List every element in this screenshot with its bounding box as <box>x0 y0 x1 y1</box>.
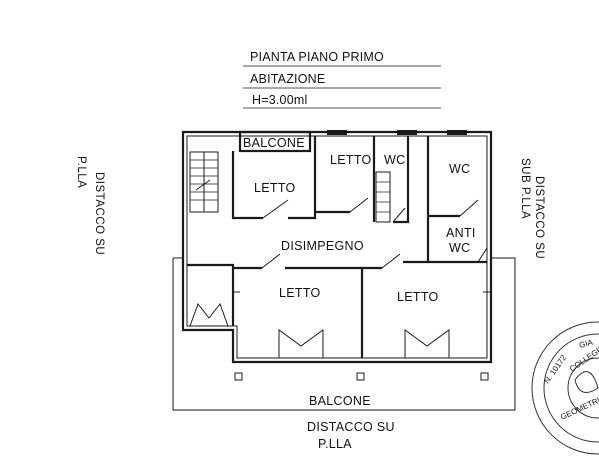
french-door <box>278 329 324 358</box>
professional-stamp: N. 10172 COLLEGIO GEOMETRI GIA <box>531 321 599 455</box>
french-door <box>404 329 450 358</box>
plan-title: PIANTA PIANO PRIMO <box>250 50 384 64</box>
room-label-anti: ANTI <box>446 226 476 240</box>
right-sub-pila-label: SUB P.LLA <box>519 158 531 219</box>
room-label-wc-1: WC <box>384 153 405 167</box>
wall-corridor-left <box>187 263 262 270</box>
room-label-disimpegno: DISIMPEGNO <box>281 239 364 253</box>
post <box>234 372 243 381</box>
ceiling-height: H=3.00ml <box>252 93 307 107</box>
door-swing <box>392 207 406 223</box>
bottom-distacco-label: DISTACCO SU <box>307 420 395 434</box>
outer-wall-inner-line <box>186 135 488 359</box>
windows-top <box>327 130 467 135</box>
stamp-center-ring <box>567 357 599 419</box>
door-swing <box>261 253 281 269</box>
room-label-wc-2: WC <box>449 162 470 176</box>
room-label-letto-3: LETTO <box>279 286 321 300</box>
stamp-emblem-icon <box>574 371 599 393</box>
balcony-outline-bottom <box>172 257 516 411</box>
post <box>480 372 489 381</box>
wall-letto1-left <box>231 151 263 220</box>
door-swing <box>262 199 289 219</box>
stamp-inner-ring <box>543 333 599 443</box>
left-distacco-label: DISTACCO SU <box>93 172 105 255</box>
stair-arrow <box>195 179 211 191</box>
wall-letto1-right <box>288 136 317 220</box>
stamp-number: N. 10172 <box>542 353 568 385</box>
room-label-letto-4: LETTO <box>397 290 439 304</box>
stamp-outer-ring <box>531 321 599 455</box>
balcony-top: BALCONE <box>238 130 312 153</box>
window-mark <box>327 130 347 135</box>
plan-subtitle: ABITAZIONE <box>250 72 325 86</box>
stair-small <box>375 171 391 223</box>
room-labels: LETTO LETTO WC WC ANTI WC DISIMPEGNO LET… <box>254 153 476 408</box>
left-pila-label: P.LLA <box>75 156 87 188</box>
stamp-text-gia: GIA <box>578 337 594 349</box>
title-block: PIANTA PIANO PRIMO ABITAZIONE H=3.00ml <box>243 50 441 109</box>
balcony-doors <box>189 291 491 358</box>
post <box>356 372 365 381</box>
door-swing <box>381 253 401 269</box>
room-label-balcone-top: BALCONE <box>243 136 305 150</box>
balcony-posts <box>234 372 489 381</box>
french-door <box>189 302 229 327</box>
door-swing <box>459 199 479 217</box>
window-mark <box>397 130 417 135</box>
outer-wall <box>181 130 493 364</box>
window-mark <box>447 130 467 135</box>
balcony-top-box <box>238 130 312 153</box>
surroundings-labels: DISTACCO SU P.LLA DISTACCO SU SUB P.LLA … <box>75 156 545 451</box>
room-label-anti-wc: WC <box>449 241 470 255</box>
door-swing <box>349 197 369 213</box>
room-label-balcone-bottom: BALCONE <box>309 394 371 408</box>
wall-wc1 <box>393 136 410 224</box>
interior-walls <box>187 136 488 358</box>
room-label-letto-1: LETTO <box>254 181 296 195</box>
right-distacco-label: DISTACCO SU <box>533 176 545 259</box>
exterior-walls <box>181 130 493 364</box>
door-swing <box>477 247 488 263</box>
room-label-letto-2: LETTO <box>330 153 372 167</box>
bottom-pila-label: P.LLA <box>318 437 352 451</box>
staircase-left <box>189 151 219 213</box>
